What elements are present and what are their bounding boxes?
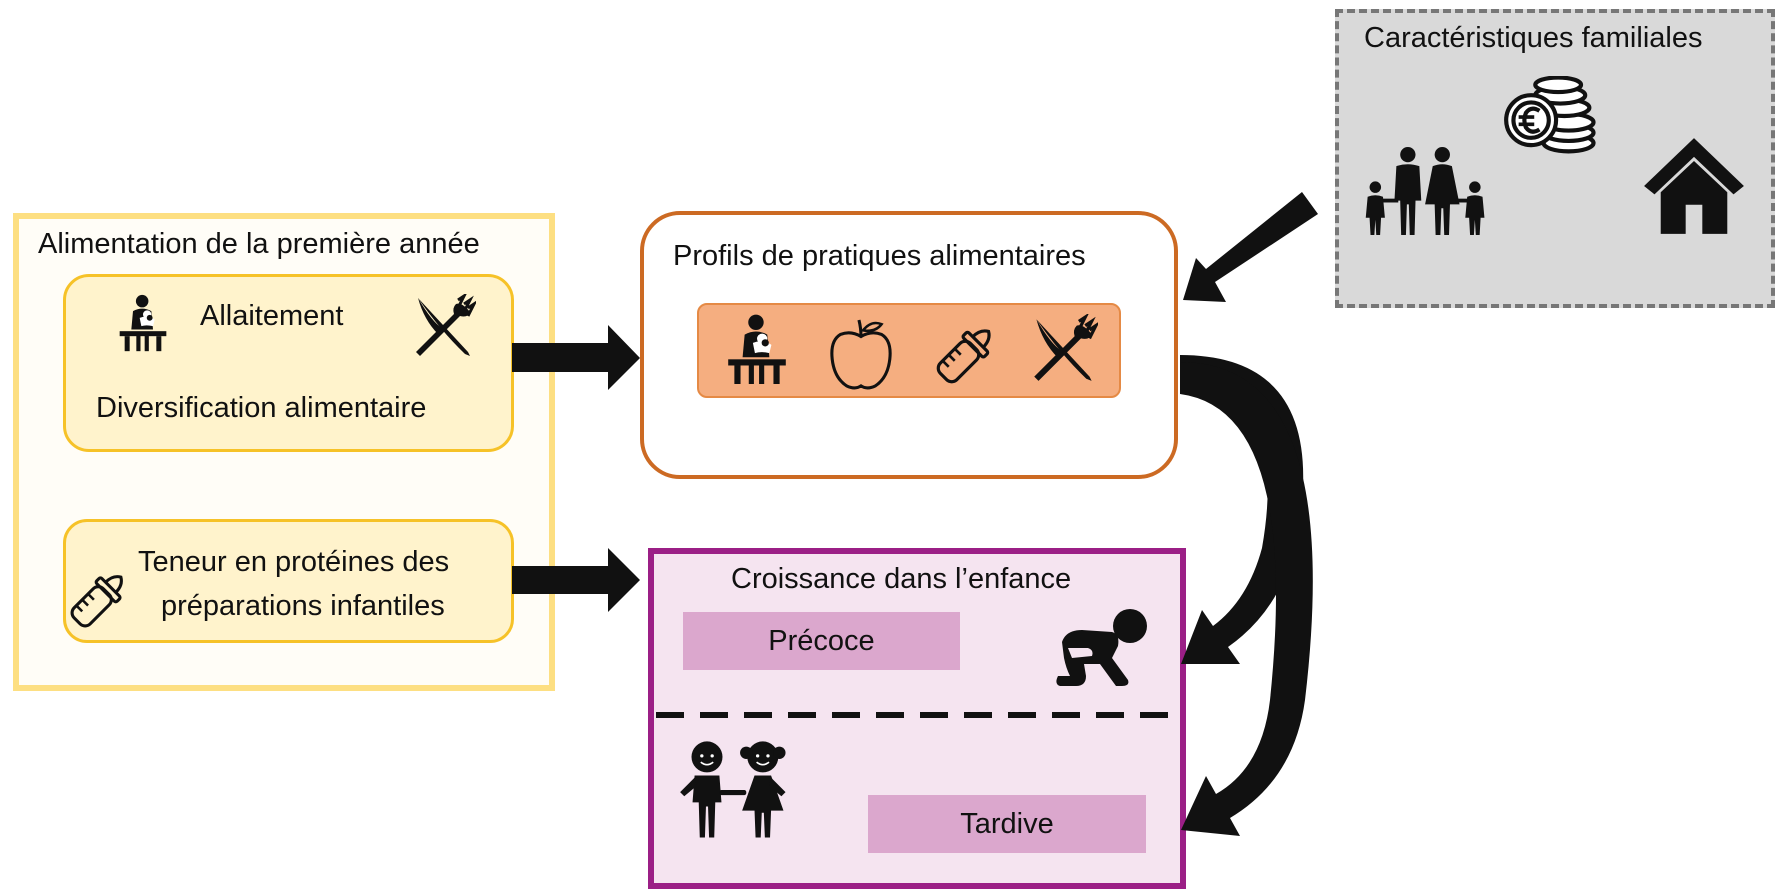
profiles-title: Profils de pratiques alimentaires bbox=[673, 240, 1086, 272]
breastfeeding-label: Allaitement bbox=[200, 300, 344, 332]
formula-protein-box bbox=[63, 519, 514, 643]
fork-knife-icon bbox=[412, 294, 476, 358]
protein-label-line1: Teneur en protéines des bbox=[138, 546, 450, 578]
early-growth-tag: Précoce bbox=[683, 612, 960, 670]
growth-title: Croissance dans l’enfance bbox=[731, 563, 1072, 595]
arrow-family-to-profiles bbox=[1183, 192, 1318, 302]
children-icon bbox=[676, 738, 800, 842]
arrow-profiles-to-late-growth bbox=[1180, 362, 1313, 836]
late-growth-tag: Tardive bbox=[868, 795, 1146, 853]
protein-label-line2: préparations infantiles bbox=[161, 590, 445, 622]
first-year-title: Alimentation de la première année bbox=[38, 228, 480, 260]
house-icon bbox=[1642, 134, 1746, 238]
arrow-profiles-to-early-growth bbox=[1180, 355, 1304, 664]
fork-knife-icon bbox=[1030, 314, 1098, 384]
apple-icon bbox=[826, 318, 896, 390]
breastfeeding-icon bbox=[726, 312, 788, 384]
euro-coins-icon bbox=[1502, 76, 1606, 156]
breastfeeding-icon bbox=[118, 290, 168, 354]
crawling-baby-icon bbox=[1052, 606, 1152, 686]
family-icon bbox=[1360, 144, 1494, 238]
baby-bottle-icon bbox=[932, 320, 1000, 388]
diversification-label: Diversification alimentaire bbox=[96, 392, 427, 424]
baby-bottle-icon bbox=[66, 566, 132, 632]
family-title: Caractéristiques familiales bbox=[1364, 22, 1703, 54]
